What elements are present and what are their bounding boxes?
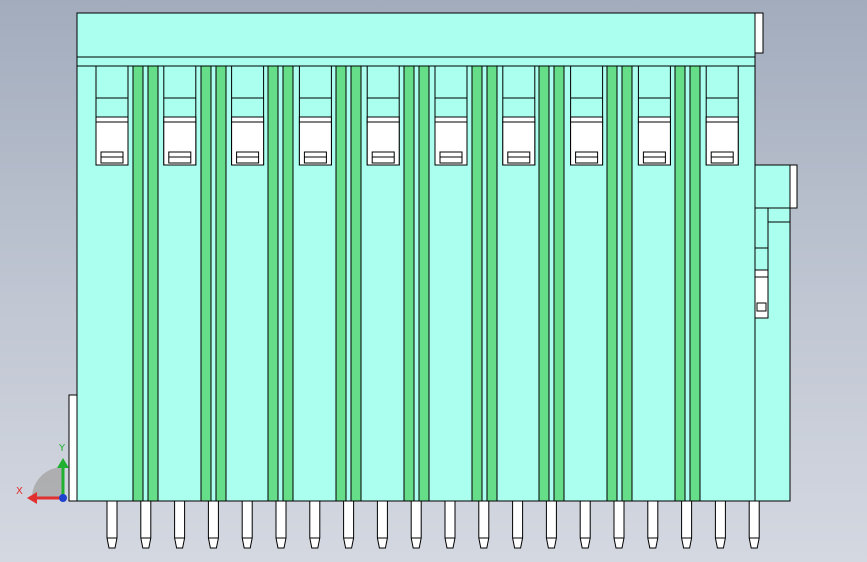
pin bbox=[545, 499, 557, 549]
pin bbox=[376, 499, 388, 549]
bracket-notch-band bbox=[754, 269, 769, 278]
pin bbox=[106, 499, 118, 549]
triad-x-label: X bbox=[16, 486, 23, 497]
pin bbox=[613, 499, 625, 549]
channel bbox=[200, 65, 212, 502]
bracket-latch bbox=[756, 302, 767, 312]
pin bbox=[410, 499, 422, 549]
channel bbox=[674, 65, 686, 502]
pin bbox=[309, 499, 321, 549]
triad-y-label: Y bbox=[59, 443, 66, 454]
channel bbox=[621, 65, 633, 502]
pin bbox=[478, 499, 490, 549]
channel bbox=[486, 65, 498, 502]
channel bbox=[553, 65, 565, 502]
channel bbox=[689, 65, 701, 502]
pin bbox=[748, 499, 760, 549]
view-orientation-triad[interactable] bbox=[27, 458, 69, 504]
bracket-tab bbox=[789, 164, 798, 209]
triad-x-arrow-icon bbox=[27, 492, 37, 504]
channel bbox=[215, 65, 227, 502]
slot-band bbox=[570, 116, 604, 123]
channel bbox=[282, 65, 294, 502]
bracket-window bbox=[754, 276, 769, 319]
slot-band bbox=[163, 116, 197, 123]
slot-band bbox=[95, 116, 129, 123]
pin bbox=[174, 499, 186, 549]
pin bbox=[343, 499, 355, 549]
channel-group bbox=[132, 65, 701, 502]
slot-band bbox=[366, 116, 400, 123]
latch-slot-group bbox=[95, 65, 739, 166]
channel bbox=[606, 65, 618, 502]
channel bbox=[335, 65, 347, 502]
channel bbox=[538, 65, 550, 502]
channel bbox=[132, 65, 144, 502]
pin bbox=[681, 499, 693, 549]
pin bbox=[512, 499, 524, 549]
slot-band bbox=[637, 116, 671, 123]
left-tab bbox=[68, 394, 78, 502]
triad-plane-quadrant bbox=[32, 467, 63, 498]
pin bbox=[275, 499, 287, 549]
bracket-step bbox=[767, 207, 791, 223]
cap-side-tab bbox=[754, 12, 764, 54]
top-cap bbox=[76, 12, 756, 58]
channel bbox=[147, 65, 159, 502]
bracket-notch bbox=[754, 247, 769, 271]
slot-band bbox=[705, 116, 739, 123]
triad-y-arrow-icon bbox=[57, 458, 69, 468]
channel bbox=[350, 65, 362, 502]
slot-band bbox=[298, 116, 332, 123]
channel bbox=[418, 65, 430, 502]
pin bbox=[647, 499, 659, 549]
pin-row bbox=[106, 499, 760, 549]
pin bbox=[241, 499, 253, 549]
side-bracket bbox=[754, 164, 798, 502]
channel bbox=[471, 65, 483, 502]
pin bbox=[714, 499, 726, 549]
pin bbox=[140, 499, 152, 549]
slot-band bbox=[434, 116, 468, 123]
pin bbox=[207, 499, 219, 549]
channel bbox=[267, 65, 279, 502]
pin bbox=[444, 499, 456, 549]
slot-band bbox=[231, 116, 265, 123]
channel bbox=[403, 65, 415, 502]
slot-band bbox=[502, 116, 536, 123]
pin bbox=[579, 499, 591, 549]
triad-z-axis-icon bbox=[59, 494, 67, 502]
